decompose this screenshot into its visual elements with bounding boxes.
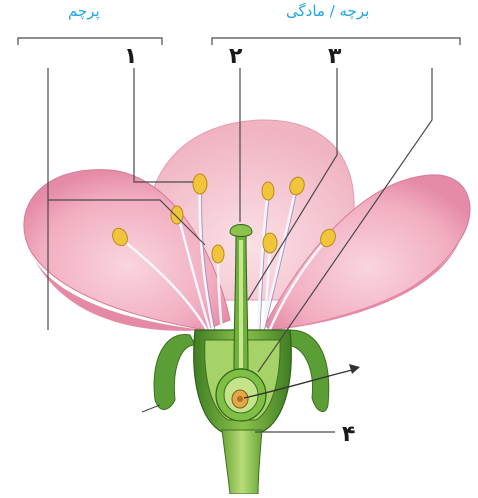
anther <box>212 245 224 263</box>
leader-sepal <box>142 405 160 412</box>
ovule-center <box>237 396 243 402</box>
bracket-stamen <box>18 38 162 45</box>
stem <box>222 430 262 494</box>
anther <box>262 182 274 200</box>
anther <box>263 233 277 253</box>
label-number-2: ۲ <box>229 46 242 68</box>
ovule-arrow-head <box>349 364 360 374</box>
label-number-1: ۱ <box>124 46 137 68</box>
pistil-group-label: برچه / مادگی <box>286 2 369 20</box>
sepal-right <box>285 330 329 412</box>
label-number-3: ۳ <box>328 46 341 68</box>
style-core <box>239 240 243 368</box>
stamen-group-label: پرچم <box>68 2 100 20</box>
stigma <box>230 225 252 237</box>
sepal-left <box>154 334 195 409</box>
label-number-4: ۴ <box>342 424 355 446</box>
anther <box>193 174 207 194</box>
